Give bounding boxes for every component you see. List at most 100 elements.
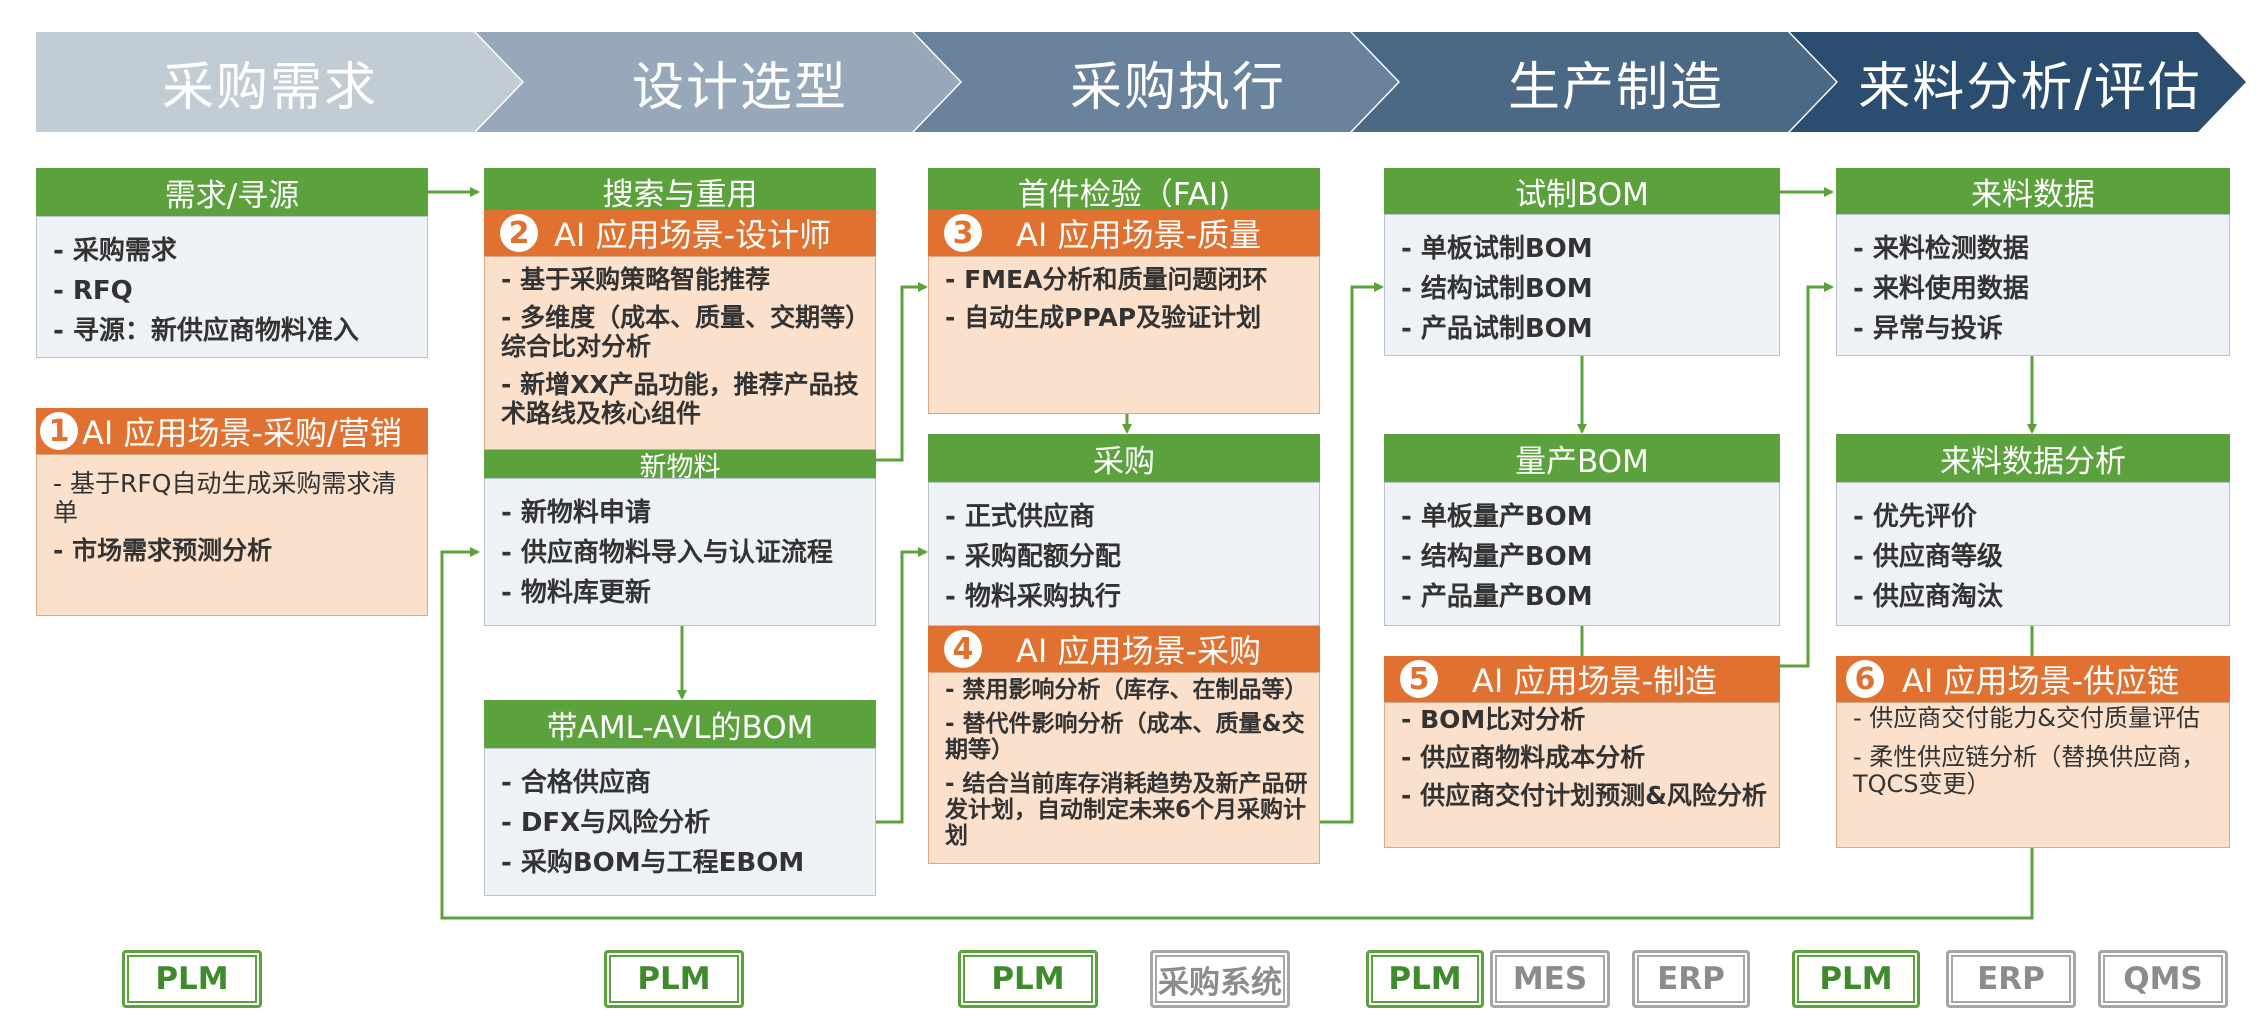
badge-number: 2 [500,214,538,252]
list-item: - 供应商物料成本分析 [1401,743,1646,772]
ai-scenario-2-title: 2 AI 应用场景-设计师 [484,210,876,256]
badge-number: 4 [944,630,982,668]
list-item: - 正式供应商 [945,502,1095,532]
arrow-aml-to-purchase [876,547,928,824]
box-demand-title: 需求/寻源 [36,168,428,216]
ai-scenario-1-title: 1 AI 应用场景-采购/营销 [36,408,428,454]
box-incoming-body: - 来料检测数据 - 来料使用数据 - 异常与投诉 [1836,214,2230,356]
ai-scenario-1-body: - 基于RFQ自动生成采购需求清单 - 市场需求预测分析 [36,454,428,616]
box-massbom-body: - 单板量产BOM - 结构量产BOM - 产品量产BOM [1384,482,1780,626]
stage-label-3: 采购执行 [1069,57,1286,118]
stage-label-2: 设计选型 [631,57,848,118]
badge-number: 5 [1400,660,1438,698]
process-chevron-bar [36,32,2246,132]
ai-scenario-3-body: - FMEA分析和质量问题闭环 - 自动生成PPAP及验证计划 [928,256,1320,414]
stage-label-1: 采购需求 [161,57,378,118]
system-tag-erp: ERP [1946,950,2076,1008]
system-tag-procurement: 采购系统 [1150,950,1290,1008]
list-item: - 供应商交付计划预测&风险分析 [1401,781,1767,810]
box-incominganalysis-title: 来料数据分析 [1836,434,2230,482]
box-trialbom-title: 试制BOM [1384,168,1780,214]
list-item: - 采购需求 [53,236,177,266]
system-tag-erp: ERP [1632,950,1750,1008]
box-trialbom-body: - 单板试制BOM - 结构试制BOM - 产品试制BOM [1384,214,1780,356]
stage-label-5: 来料分析/评估 [1858,57,2202,118]
system-tag-plm: PLM [1366,950,1484,1008]
chevron-stage-4 [1352,32,1836,132]
system-tag-plm: PLM [604,950,744,1008]
list-item: - 物料库更新 [501,578,651,608]
list-item: - FMEA分析和质量问题闭环 [945,265,1268,294]
list-item: - 柔性供应链分析（替换供应商，TQCS变更） [1853,743,2206,798]
ai-scenario-3-title: 3 AI 应用场景-质量 [928,210,1320,256]
system-tag-plm: PLM [122,950,262,1008]
list-item: - 结构试制BOM [1401,274,1593,304]
list-item: - 供应商淘汰 [1853,582,2003,612]
box-incominganalysis-body: - 优先评价 - 供应商等级 - 供应商淘汰 [1836,482,2230,626]
ai-scenario-6-title: 6 AI 应用场景-供应链 [1836,656,2230,702]
list-item: - 市场需求预测分析 [53,536,273,565]
box-demand-body: - 采购需求 - RFQ - 寻源：新供应商物料准入 [36,216,428,358]
ai-scenario-4-title: 4 AI 应用场景-采购 [928,626,1320,672]
list-item: - 结合当前库存消耗趋势及新产品研发计划，自动制定未来6个月采购计划 [945,771,1308,849]
list-item: - 新物料申请 [501,498,651,528]
list-item: - 产品量产BOM [1401,582,1593,612]
list-item: - 物料采购执行 [945,582,1121,612]
list-item: - 基于采购策略智能推荐 [501,265,771,294]
list-item: - 新增XX产品功能，推荐产品技术路线及核心组件 [501,370,859,428]
list-item: - 单板量产BOM [1401,502,1593,532]
list-item: - 采购BOM与工程EBOM [501,848,805,878]
list-item: - RFQ [53,276,133,306]
box-fai-title: 首件检验（FAI) [928,168,1320,214]
box-massbom-title: 量产BOM [1384,434,1780,482]
list-item: - 优先评价 [1853,502,1977,532]
list-item: - 多维度（成本、质量、交期等）综合比对分析 [501,303,858,361]
list-item: - 单板试制BOM [1401,234,1593,264]
list-item: - 来料检测数据 [1853,234,2029,264]
list-item: - 自动生成PPAP及验证计划 [945,303,1262,332]
list-item: - 基于RFQ自动生成采购需求清单 [53,469,397,527]
list-item: - 采购配额分配 [945,542,1121,572]
list-item: - 替代件影响分析（成本、质量&交期等） [945,711,1305,763]
ai-scenario-2-body: - 基于采购策略智能推荐 - 多维度（成本、质量、交期等）综合比对分析 - 新增… [484,256,876,450]
ai-scenario-5-title: 5 AI 应用场景-制造 [1384,656,1780,702]
badge-number: 6 [1846,660,1884,698]
chevron-stage-5 [1790,32,2246,132]
box-newmaterial-title: 新物料 [484,450,876,483]
box-newmaterial-body: - 新物料申请 - 供应商物料导入与认证流程 - 物料库更新 [484,478,876,626]
arrow-s4-to-trialbom [1320,282,1384,824]
list-item: - 来料使用数据 [1853,274,2029,304]
box-incoming-title: 来料数据 [1836,168,2230,214]
list-item: - 供应商物料导入与认证流程 [501,538,833,568]
chevron-stage-1 [36,32,522,132]
chevron-stage-3 [914,32,1398,132]
badge-number: 1 [40,412,78,450]
list-item: - 供应商等级 [1853,542,2003,572]
stage-label-4: 生产制造 [1507,57,1724,118]
system-tag-plm: PLM [958,950,1098,1008]
ai-scenario-5-body: - BOM比对分析 - 供应商物料成本分析 - 供应商交付计划预测&风险分析 [1384,702,1780,848]
list-item: - BOM比对分析 [1401,705,1586,734]
list-item: - 异常与投诉 [1853,314,2003,344]
system-tag-qms: QMS [2098,950,2228,1008]
arrow-newmaterial-to-fai [876,282,928,462]
chevron-stage-2 [476,32,960,132]
box-aml-title: 带AML-AVL的BOM [484,700,876,748]
list-item: - DFX与风险分析 [501,808,711,838]
box-purchase-body: - 正式供应商 - 采购配额分配 - 物料采购执行 [928,482,1320,626]
list-item: - 产品试制BOM [1401,314,1593,344]
box-purchase-title: 采购 [928,434,1320,482]
system-tag-plm: PLM [1792,950,1920,1008]
arrow-s5-to-incoming [1780,282,1834,668]
box-aml-body: - 合格供应商 - DFX与风险分析 - 采购BOM与工程EBOM [484,748,876,896]
arrow-feedback-loop [440,547,2034,920]
badge-number: 3 [944,214,982,252]
list-item: - 合格供应商 [501,768,651,798]
ai-scenario-4-body: - 禁用影响分析（库存、在制品等） - 替代件影响分析（成本、质量&交期等） -… [928,672,1320,864]
system-tag-mes: MES [1490,950,1610,1008]
ai-scenario-6-body: - 供应商交付能力&交付质量评估 - 柔性供应链分析（替换供应商，TQCS变更） [1836,702,2230,848]
list-item: - 禁用影响分析（库存、在制品等） [945,677,1308,703]
list-item: - 结构量产BOM [1401,542,1593,572]
box-search-title: 搜索与重用 [484,168,876,214]
